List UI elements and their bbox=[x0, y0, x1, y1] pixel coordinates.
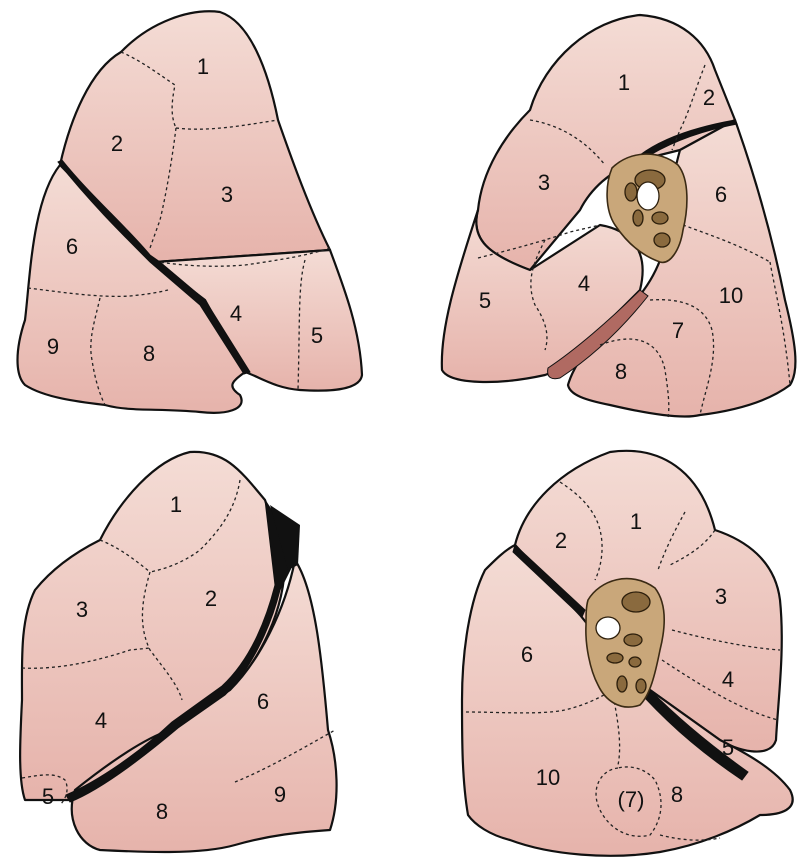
top-left-lung: 1 2 3 6 4 5 9 8 bbox=[18, 11, 363, 413]
label-6: 6 bbox=[521, 642, 533, 667]
label-4: 4 bbox=[230, 301, 242, 326]
label-7-paren: (7) bbox=[618, 787, 645, 812]
label-3: 3 bbox=[715, 584, 727, 609]
label-8: 8 bbox=[143, 341, 155, 366]
label-1: 1 bbox=[170, 492, 182, 517]
label-8: 8 bbox=[615, 359, 627, 384]
label-5: 5 bbox=[479, 288, 491, 313]
label-4: 4 bbox=[722, 667, 734, 692]
label-7: 7 bbox=[672, 318, 684, 343]
label-5: 5 bbox=[311, 323, 323, 348]
bottom-right-lung: 2 1 3 6 4 5 10 (7) 8 bbox=[462, 451, 793, 856]
label-9: 9 bbox=[274, 782, 286, 807]
label-9: 9 bbox=[47, 334, 59, 359]
label-2: 2 bbox=[703, 85, 715, 110]
label-6: 6 bbox=[257, 689, 269, 714]
label-6: 6 bbox=[66, 234, 78, 259]
label-3: 3 bbox=[221, 182, 233, 207]
label-1: 1 bbox=[630, 509, 642, 534]
label-8: 8 bbox=[671, 782, 683, 807]
top-right-lung: 1 2 3 6 4 10 5 7 8 bbox=[442, 15, 796, 418]
label-10: 10 bbox=[719, 283, 743, 308]
label-10: 10 bbox=[536, 765, 560, 790]
label-3: 3 bbox=[538, 170, 550, 195]
label-5: 5 bbox=[42, 784, 54, 809]
label-4: 4 bbox=[95, 708, 107, 733]
label-8: 8 bbox=[156, 799, 168, 824]
label-4: 4 bbox=[578, 271, 590, 296]
label-3: 3 bbox=[76, 597, 88, 622]
label-1: 1 bbox=[197, 54, 209, 79]
label-2: 2 bbox=[111, 131, 123, 156]
bottom-left-lung: 1 3 2 6 4 5 8 9 bbox=[20, 452, 336, 852]
label-2: 2 bbox=[205, 586, 217, 611]
label-6: 6 bbox=[715, 182, 727, 207]
label-5: 5 bbox=[722, 735, 734, 760]
label-1: 1 bbox=[618, 70, 630, 95]
label-2: 2 bbox=[555, 528, 567, 553]
